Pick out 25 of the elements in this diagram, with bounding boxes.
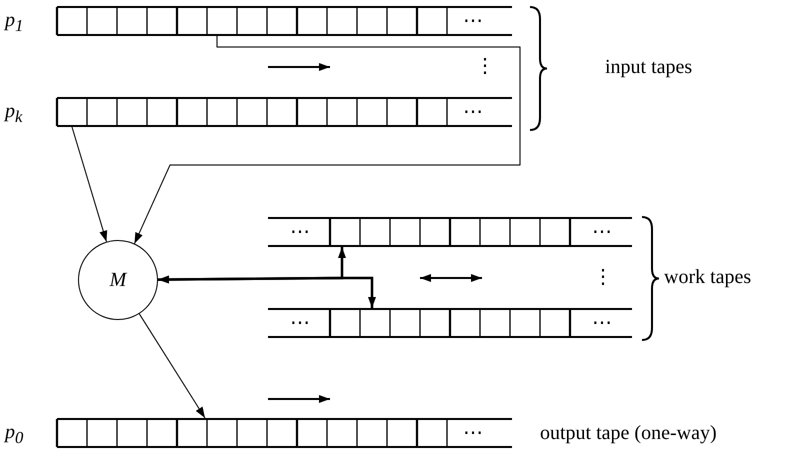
arrow <box>138 313 206 418</box>
ellipsis: ⋯ <box>290 221 310 243</box>
tape <box>5 418 512 448</box>
machine-circle: M <box>78 240 158 320</box>
ellipsis: ⋯ <box>290 312 310 334</box>
tape <box>5 6 512 36</box>
ellipsis: ⋯ <box>463 10 483 32</box>
tape <box>5 97 512 127</box>
vertical-ellipsis: ⋮ <box>593 266 613 288</box>
tape <box>268 217 632 247</box>
ellipsis: ⋯ <box>592 221 612 243</box>
tape <box>268 308 632 338</box>
arrow <box>72 126 108 242</box>
group-label: input tapes <box>605 56 692 78</box>
tape-label: p$_{k}$ <box>5 100 22 128</box>
ellipsis: ⋯ <box>463 101 483 123</box>
group-label: work tapes <box>664 266 752 288</box>
tape-label: p$_{1}$ <box>5 9 24 37</box>
group-label: output tape (one-way) <box>540 422 717 444</box>
arrow <box>158 276 376 308</box>
tape-label: p$_{0}$ <box>5 421 24 449</box>
arrow <box>134 36 520 244</box>
ellipsis: ⋯ <box>463 422 483 444</box>
ellipsis: ⋯ <box>592 312 612 334</box>
vertical-ellipsis: ⋮ <box>475 55 495 77</box>
